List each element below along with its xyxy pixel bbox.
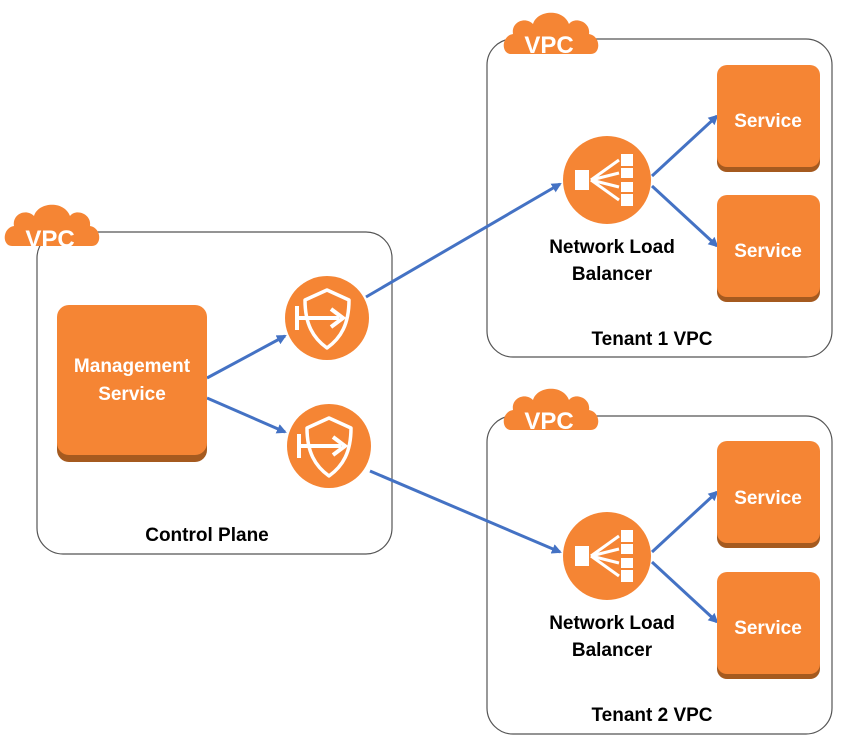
vpc-endpoint-shield-icon	[285, 276, 369, 360]
tenant1-vpc-label: Tenant 1 VPC	[591, 329, 712, 350]
tenant2-nlb-label-line2: Balancer	[572, 640, 653, 661]
svg-text:Service: Service	[734, 111, 802, 132]
tenant1-service-2: Service	[717, 195, 820, 302]
tenant1-nlb-label-line1: Network Load	[549, 237, 675, 258]
tenant2-vpc-badge: VPC	[503, 388, 599, 435]
tenant2-service-1: Service	[717, 441, 820, 548]
arrow-nlb1-to-service2	[650, 184, 719, 248]
control-plane-vpc-badge: VPC	[4, 204, 100, 253]
svg-text:VPC: VPC	[524, 408, 573, 435]
tenant2-vpc-label: Tenant 2 VPC	[591, 705, 712, 726]
tenant2-vpc-box	[486, 415, 833, 735]
tenant2-service-2: Service	[717, 572, 820, 679]
vpc-endpoint-1	[285, 276, 369, 360]
svg-text:VPC: VPC	[524, 32, 573, 59]
tenant1-nlb-label-line2: Balancer	[572, 264, 653, 285]
vpc-endpoint-shield-icon	[287, 404, 371, 488]
tenant1-vpc-box	[486, 38, 833, 358]
svg-text:Service: Service	[734, 618, 802, 639]
arrow-endpoint2-to-nlb2	[369, 469, 562, 554]
svg-text:Service: Service	[734, 241, 802, 262]
vpc-endpoint-2	[287, 404, 371, 488]
management-service-box: Management Service	[57, 305, 207, 462]
tenant1-service-1: Service	[717, 65, 820, 172]
arrow-mgmt-to-endpoint1	[206, 334, 287, 380]
arrow-mgmt-to-endpoint2	[206, 396, 287, 434]
svg-text:VPC: VPC	[25, 226, 74, 253]
svg-text:Management: Management	[74, 356, 191, 377]
tenant1-vpc-badge: VPC	[503, 12, 599, 59]
network-load-balancer-icon	[563, 136, 651, 224]
network-load-balancer-icon	[563, 512, 651, 600]
arrow-nlb2-to-service2	[650, 560, 719, 624]
control-plane-vpc-box	[36, 231, 393, 555]
connectors	[206, 114, 719, 624]
svg-text:Service: Service	[98, 384, 166, 405]
tenant2-nlb-label-line1: Network Load	[549, 613, 675, 634]
control-plane-label: Control Plane	[145, 525, 269, 546]
tenant2-nlb: Network Load Balancer	[549, 512, 675, 661]
tenant1-nlb: Network Load Balancer	[549, 136, 675, 285]
svg-text:Service: Service	[734, 488, 802, 509]
arrow-nlb2-to-service1	[650, 490, 719, 554]
arrow-nlb1-to-service1	[650, 114, 719, 178]
arrow-endpoint1-to-nlb1	[365, 182, 562, 299]
